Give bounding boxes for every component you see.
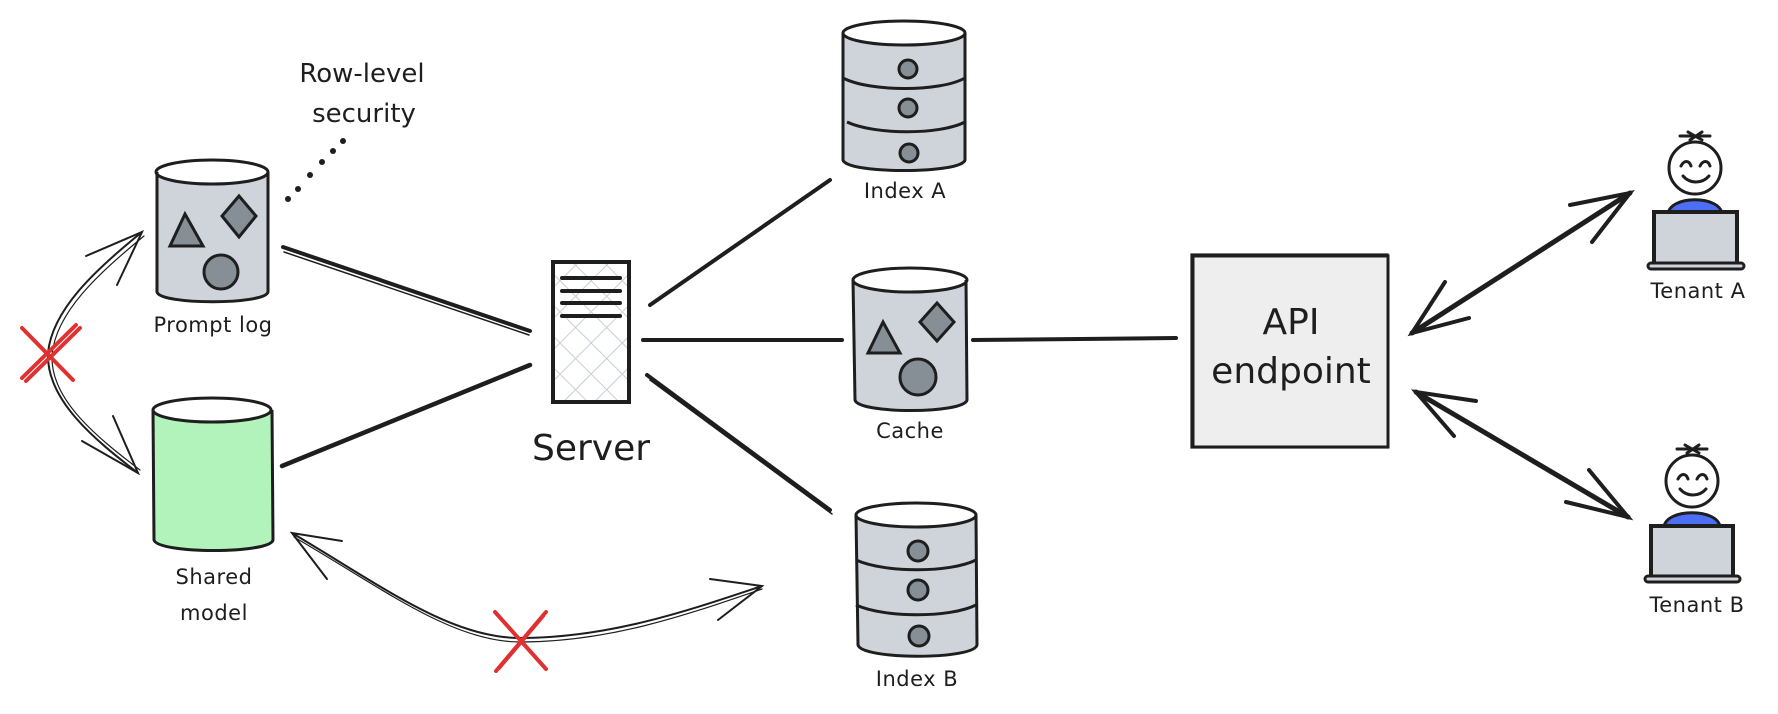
node-label-line-1: API [1263, 302, 1320, 343]
node-cache[interactable]: Cache [851, 266, 969, 443]
node-label: Prompt log [153, 313, 272, 337]
blocked-x-icon [20, 323, 82, 383]
node-label-line-2: model [180, 601, 248, 625]
edge-prompt-log-server-sketch [283, 251, 530, 336]
green-cylinder-icon [151, 396, 275, 552]
server-tower-icon [551, 260, 631, 404]
dotted-connector-row-level-security [285, 138, 346, 202]
stacked-cylinder-icon [854, 501, 979, 658]
circle-shape [898, 357, 938, 397]
cylinder-with-shapes-icon [154, 158, 270, 304]
edge-shared-model-server [279, 362, 533, 469]
user-at-laptop-icon [1643, 443, 1742, 584]
node-shared-model[interactable]: Shared model [151, 396, 275, 625]
blocked-x-icon [493, 610, 548, 673]
node-tenant-b[interactable]: Tenant B [1643, 443, 1745, 617]
edge-prompt-log-server [281, 245, 532, 333]
arrow-api-tenant-a [1407, 189, 1635, 337]
circle-shape [202, 253, 240, 291]
node-index-a[interactable]: Index A [841, 19, 967, 203]
stacked-cylinder-icon [841, 19, 967, 172]
diamond-shape [220, 193, 258, 240]
annotation-row-level-security: Row-level security [299, 59, 424, 129]
edge-server-index-b [645, 373, 832, 512]
node-label-line-1: Shared [176, 565, 253, 589]
node-index-b[interactable]: Index B [854, 501, 979, 691]
node-label: Index A [864, 179, 946, 203]
arrow-api-tenant-b [1410, 389, 1634, 521]
edge-server-index-b-sketch [649, 379, 833, 515]
annotation-line-2: security [312, 99, 416, 129]
node-label: Index B [876, 667, 958, 691]
node-label: Tenant B [1649, 593, 1745, 617]
triangle-shape [865, 318, 903, 355]
node-label-line-2: endpoint [1211, 351, 1371, 392]
node-tenant-a[interactable]: Tenant A [1646, 130, 1746, 303]
arrow-shared-model-index-b-blocked [289, 531, 765, 673]
node-server[interactable]: Server [532, 260, 650, 469]
node-label: Server [532, 428, 650, 469]
annotation-line-1: Row-level [299, 59, 424, 89]
edge-server-index-a [648, 178, 832, 307]
edge-cache-api [971, 336, 1178, 342]
node-api-endpoint[interactable]: API endpoint [1190, 253, 1390, 449]
edges [20, 138, 1635, 673]
node-prompt-log[interactable]: Prompt log [153, 158, 272, 337]
triangle-shape [167, 210, 206, 248]
arrow-prompt-log-shared-model-blocked [20, 230, 145, 476]
node-label: Cache [876, 419, 944, 443]
node-label: Tenant A [1650, 279, 1746, 303]
user-at-laptop-icon [1646, 130, 1746, 271]
cylinder-with-shapes-icon [851, 266, 969, 412]
diamond-shape [917, 300, 957, 344]
